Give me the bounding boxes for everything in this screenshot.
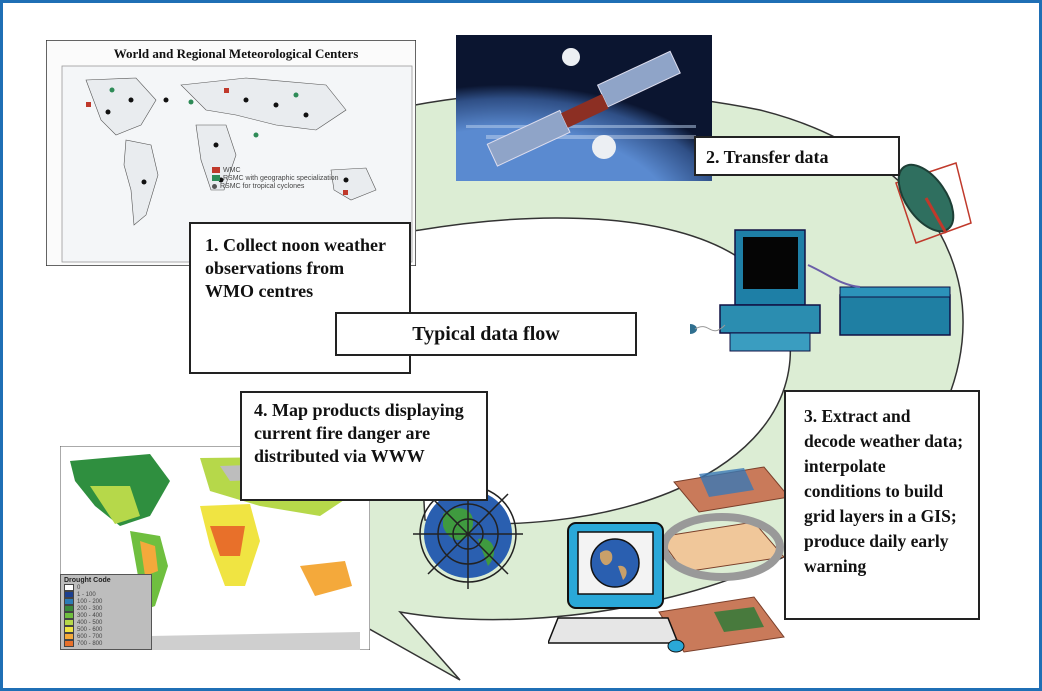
step-3-box: 3. Extract and decode weather data; inte…	[784, 390, 980, 620]
drought-legend-label: 500 - 600	[77, 626, 103, 633]
rsmc-swatch	[212, 175, 220, 181]
center-label: Typical data flow	[412, 323, 560, 345]
step-2-box: 2. Transfer data	[694, 136, 900, 176]
computer-workstation-icon	[690, 229, 951, 352]
drought-legend-label: 400 - 500	[77, 619, 103, 626]
drought-legend-swatch	[64, 633, 74, 640]
globe-computer-icon	[548, 522, 685, 653]
drought-legend-label: 100 - 200	[77, 598, 103, 605]
step-4-label: 4. Map products displaying current fire …	[254, 400, 464, 466]
drought-legend-row: 700 - 800	[64, 640, 148, 647]
center-label-box: Typical data flow	[335, 312, 637, 356]
cyclone-swatch	[212, 183, 217, 189]
satellite-dish-icon	[895, 162, 972, 244]
satellite-image	[456, 35, 712, 181]
wmo-legend-item: RSMC with geographic specialization	[223, 174, 339, 182]
step-1-box: 1. Collect noon weather observations fro…	[189, 222, 411, 374]
drought-legend-label: 1 - 100	[77, 591, 96, 598]
drought-legend-row: 0	[64, 584, 148, 591]
wmc-swatch	[212, 167, 220, 173]
drought-legend-row: 300 - 400	[64, 612, 148, 619]
drought-legend-title: Drought Code	[64, 577, 111, 584]
drought-legend-row: 400 - 500	[64, 619, 148, 626]
drought-legend-swatch	[64, 598, 74, 605]
step-1-label: 1. Collect noon weather observations fro…	[205, 235, 386, 301]
drought-legend-label: 200 - 300	[77, 605, 103, 612]
wmo-legend-item: WMC	[223, 166, 241, 174]
drought-legend-swatch	[64, 619, 74, 626]
wmo-legend-item: RSMC for tropical cyclones	[220, 182, 305, 190]
drought-legend-row: 500 - 600	[64, 626, 148, 633]
drought-legend-label: 600 - 700	[77, 633, 103, 640]
drought-legend-label: 0	[77, 584, 81, 591]
drought-legend-swatch	[64, 612, 74, 619]
step-3-label: 3. Extract and decode weather data; inte…	[804, 406, 964, 576]
step-4-box: 4. Map products displaying current fire …	[240, 391, 488, 501]
drought-legend-label: 700 - 800	[77, 640, 103, 647]
web-globe-icon	[413, 479, 523, 589]
drought-legend-swatch	[64, 591, 74, 598]
wmo-map-legend: WMC RSMC with geographic specialization …	[212, 166, 339, 190]
drought-legend-swatch	[64, 584, 74, 591]
drought-legend-row: 100 - 200	[64, 598, 148, 605]
drought-legend-row: 200 - 300	[64, 605, 148, 612]
wmo-map-title: World and Regional Meteorological Center…	[113, 46, 359, 61]
drought-legend-label: 300 - 400	[77, 612, 103, 619]
step-2-label: 2. Transfer data	[706, 147, 829, 167]
drought-legend-row: 1 - 100	[64, 591, 148, 598]
drought-legend-row: 600 - 700	[64, 633, 148, 640]
drought-legend-swatch	[64, 605, 74, 612]
drought-legend-swatch	[64, 626, 74, 633]
drought-legend-swatch	[64, 640, 74, 647]
